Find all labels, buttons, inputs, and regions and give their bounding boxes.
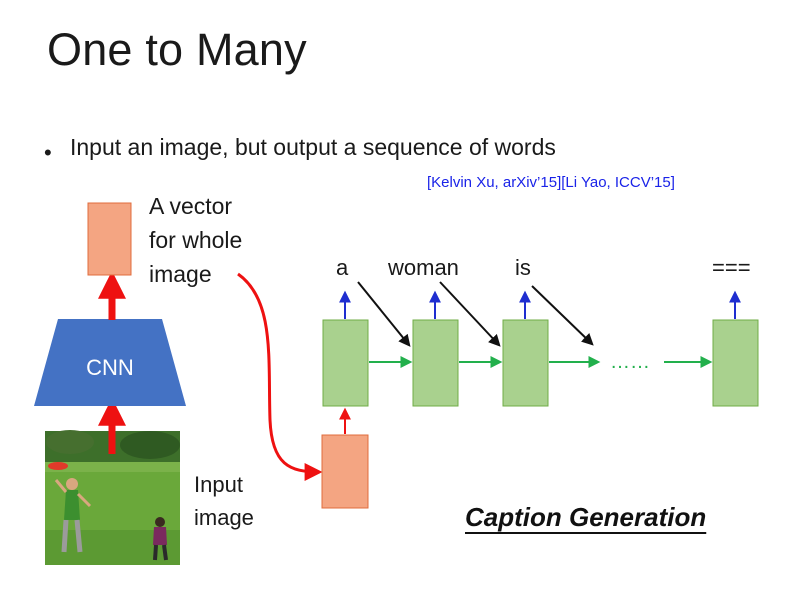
- ellipsis: ……: [610, 351, 650, 373]
- cnn-label: CNN: [86, 355, 134, 380]
- cnn-block: [34, 319, 186, 406]
- output-word-end: ===: [712, 255, 751, 280]
- rnn-cell-2: [412, 319, 459, 407]
- arrow-vector-to-rnn-input: [237, 272, 323, 481]
- rnn-cell-1: [322, 319, 369, 407]
- rnn-input-vector-box: [321, 434, 369, 509]
- rnn-cell-last: [712, 319, 759, 407]
- caption-generation-label: Caption Generation: [465, 502, 707, 532]
- output-word-is: is: [515, 255, 531, 280]
- vector-label-line-1: A vector: [149, 193, 233, 219]
- vector-label: A vector for whole image: [149, 189, 242, 291]
- vector-label-line-2: for whole: [149, 227, 243, 253]
- bullet-marker: •: [44, 140, 52, 165]
- bullet-text: Input an image, but output a sequence of…: [70, 134, 556, 160]
- output-word-woman: woman: [388, 255, 459, 280]
- input-image-label: Input image: [194, 468, 254, 534]
- feedback-arrow-3: [531, 285, 594, 346]
- input-label-line-1: Input: [194, 472, 243, 497]
- input-label-line-2: image: [194, 505, 254, 530]
- slide-title: One to Many: [47, 24, 307, 75]
- rnn-cell-3: [502, 319, 549, 407]
- feedback-arrow-1: [357, 281, 411, 347]
- output-word-a: a: [336, 255, 349, 280]
- vector-label-line-3: image: [149, 261, 212, 287]
- citation: [Kelvin Xu, arXiv’15][Li Yao, ICCV’15]: [427, 174, 675, 191]
- vector-box: [87, 202, 132, 276]
- feedback-arrow-2: [439, 281, 501, 347]
